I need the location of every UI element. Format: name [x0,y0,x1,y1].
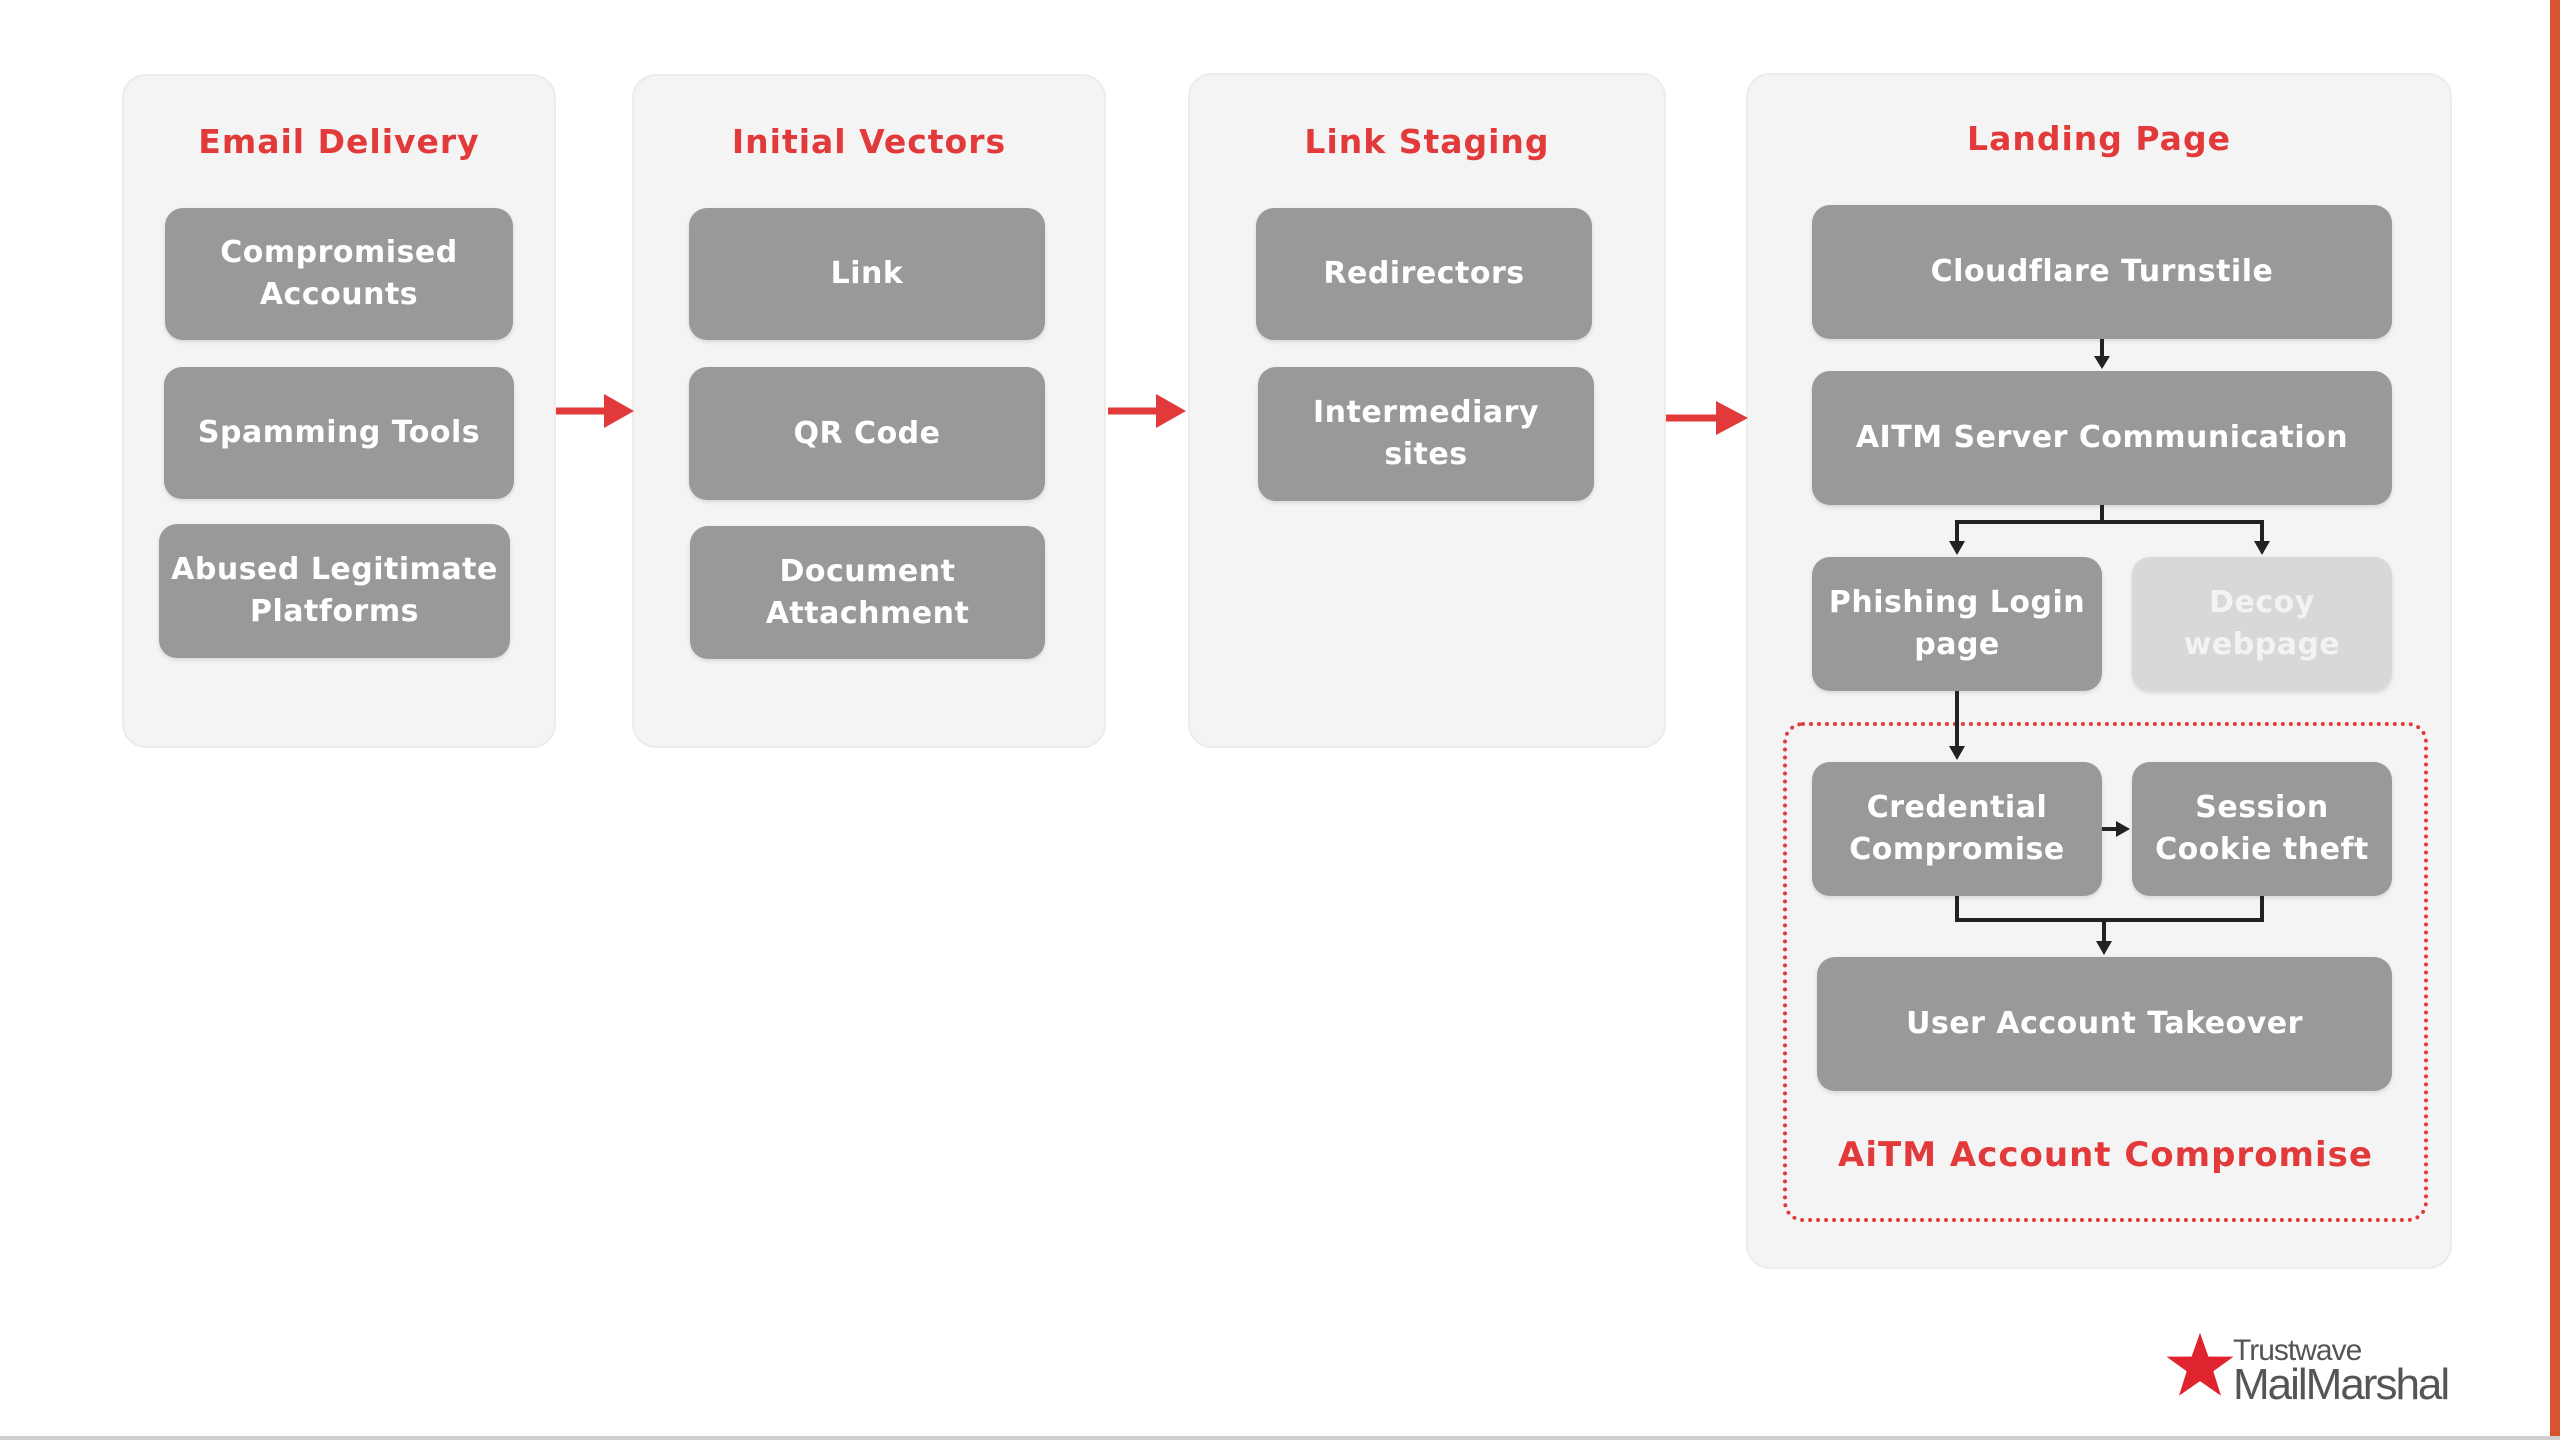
abused-platforms-node: Abused Legitimate Platforms [159,524,510,658]
arrow-login-to-credential [1949,691,1965,760]
landing-page-title: Landing Page [1967,119,2231,158]
trustwave-mailmarshal-logo: Trustwave MailMarshal [2165,1330,2465,1410]
arrow-cloudflare-to-aitm [2094,339,2110,369]
red-arrow-2 [1108,394,1186,428]
right-edge-strip [2550,0,2560,1440]
merge-to-takeover [1955,896,2264,955]
compromised-accounts-node: Compromised Accounts [165,208,513,340]
user-account-takeover-node: User Account Takeover [1817,957,2392,1091]
logo-line-1: Trustwave [2233,1334,2362,1367]
red-arrow-3 [1666,401,1748,435]
initial-vectors-title: Initial Vectors [731,122,1007,161]
branch-aitm-to-login-and-decoy [1949,505,2270,555]
link-node: Link [689,208,1045,340]
link-staging-title: Link Staging [1304,122,1550,161]
credential-compromise-node: Credential Compromise [1812,762,2102,896]
decoy-webpage-node: Decoy webpage [2132,557,2392,691]
star-icon [2166,1332,2234,1396]
aitm-server-communication-node: AITM Server Communication [1812,371,2392,505]
document-attachment-node: Document Attachment [690,526,1045,659]
red-arrow-1 [556,394,634,428]
arrow-credential-to-session [2102,821,2130,837]
cloudflare-turnstile-node: Cloudflare Turnstile [1812,205,2392,339]
redirectors-node: Redirectors [1256,208,1592,340]
intermediary-sites-node: Intermediary sites [1258,367,1594,501]
logo-line-2: MailMarshal [2233,1360,2450,1409]
qr-code-node: QR Code [689,367,1045,500]
spamming-tools-node: Spamming Tools [164,367,514,499]
aitm-account-compromise-label: AiTM Account Compromise [1838,1135,2373,1175]
phishing-login-page-node: Phishing Login page [1812,557,2102,691]
aitm-account-compromise-group [1783,722,2428,1222]
email-delivery-title: Email Delivery [198,122,480,161]
session-cookie-theft-node: Session Cookie theft [2132,762,2392,896]
bottom-edge-line [0,1436,2560,1440]
